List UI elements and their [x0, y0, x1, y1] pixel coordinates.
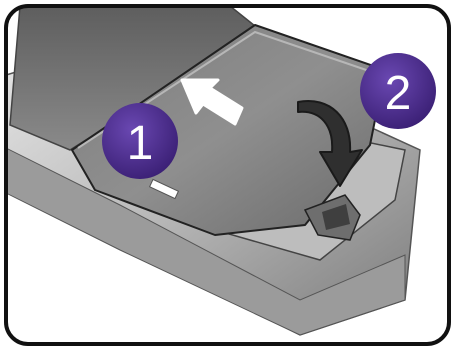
battery-lid	[71, 24, 386, 236]
arrow-down-icon	[297, 100, 363, 187]
step-marker-2-label: 2	[385, 67, 412, 120]
step-marker-2: 2	[360, 53, 436, 129]
device-side	[6, 139, 406, 336]
step-marker-1: 1	[102, 103, 178, 179]
step-marker-1-label: 1	[127, 117, 154, 170]
arrow-upleft-icon	[180, 78, 244, 126]
frame-border	[4, 4, 451, 346]
